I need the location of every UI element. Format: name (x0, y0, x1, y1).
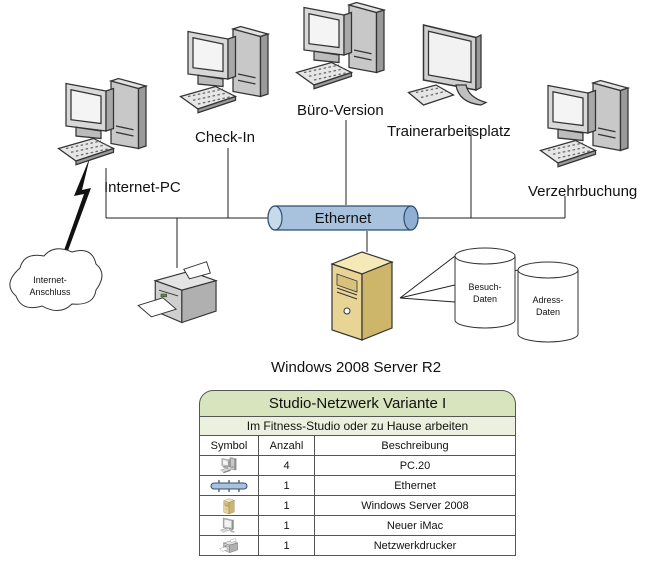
legend-count: 1 (258, 535, 315, 556)
legend-header-desc: Beschreibung (314, 435, 516, 456)
printer-icon (137, 261, 217, 324)
legend-subtitle: Im Fitness-Studio oder zu Hause arbeiten (199, 416, 516, 435)
pc-icon-buero (295, 1, 385, 90)
legend-row: 4 PC.20 (199, 455, 516, 476)
cloud-label-2: Anschluss (29, 287, 71, 297)
legend-header-count: Anzahl (258, 435, 315, 456)
database-adress-label-2: Daten (536, 307, 560, 317)
label-server: Windows 2008 Server R2 (271, 359, 441, 376)
legend-row: 1 Netzwerkdrucker (199, 535, 516, 556)
pc-icon (220, 457, 238, 475)
ethernet-bus: Ethernet (267, 205, 419, 231)
legend-row: 1 Windows Server 2008 (199, 495, 516, 516)
legend-symbol-cell (199, 535, 259, 556)
legend-desc: Ethernet (314, 475, 516, 496)
database-besuch-label-2: Daten (473, 294, 497, 304)
database-besuch: Besuch- Daten (454, 247, 516, 329)
label-buero: Büro-Version (297, 102, 384, 119)
legend-table: Symbol Anzahl Beschreibung 4 PC.20 1 Eth… (199, 435, 516, 556)
cloud-icon (9, 248, 103, 311)
legend-desc: Windows Server 2008 (314, 495, 516, 516)
legend-symbol-cell (199, 475, 259, 496)
legend-desc: Neuer iMac (314, 515, 516, 536)
legend: Studio-Netzwerk Variante I Im Fitness-St… (199, 390, 516, 556)
legend-row: 1 Neuer iMac (199, 515, 516, 536)
legend-header-row: Symbol Anzahl Beschreibung (199, 435, 516, 456)
legend-count: 4 (258, 455, 315, 476)
label-internet-pc: Internet-PC (104, 179, 181, 196)
server-icon (331, 251, 393, 341)
legend-count: 1 (258, 475, 315, 496)
pc-icon-checkin (179, 25, 269, 114)
legend-title: Studio-Netzwerk Variante I (199, 390, 516, 416)
pc-icon-verzehr (539, 79, 629, 168)
cloud-label: Internet- (33, 275, 67, 285)
database-adress-label: Adress- (532, 295, 563, 305)
database-besuch-label: Besuch- (468, 282, 501, 292)
server-icon (222, 497, 236, 515)
pc-icon-internet (57, 77, 147, 166)
imac-icon (220, 517, 238, 535)
ethernet-label: Ethernet (315, 210, 373, 227)
legend-desc: Netzwerkdrucker (314, 535, 516, 556)
imac-icon-trainer (407, 24, 487, 106)
ethernet-icon (210, 479, 248, 492)
legend-symbol-cell (199, 495, 259, 516)
label-trainer: Trainerarbeitsplatz (387, 123, 511, 140)
label-verzehr: Verzehrbuchung (528, 183, 637, 200)
legend-count: 1 (258, 515, 315, 536)
label-checkin: Check-In (195, 129, 255, 146)
legend-symbol-cell (199, 515, 259, 536)
legend-symbol-cell (199, 455, 259, 476)
legend-count: 1 (258, 495, 315, 516)
lightning-icon (62, 157, 91, 256)
legend-row: 1 Ethernet (199, 475, 516, 496)
printer-icon (219, 537, 239, 555)
legend-header-symbol: Symbol (199, 435, 259, 456)
database-adress: Adress- Daten (517, 261, 579, 343)
legend-desc: PC.20 (314, 455, 516, 476)
